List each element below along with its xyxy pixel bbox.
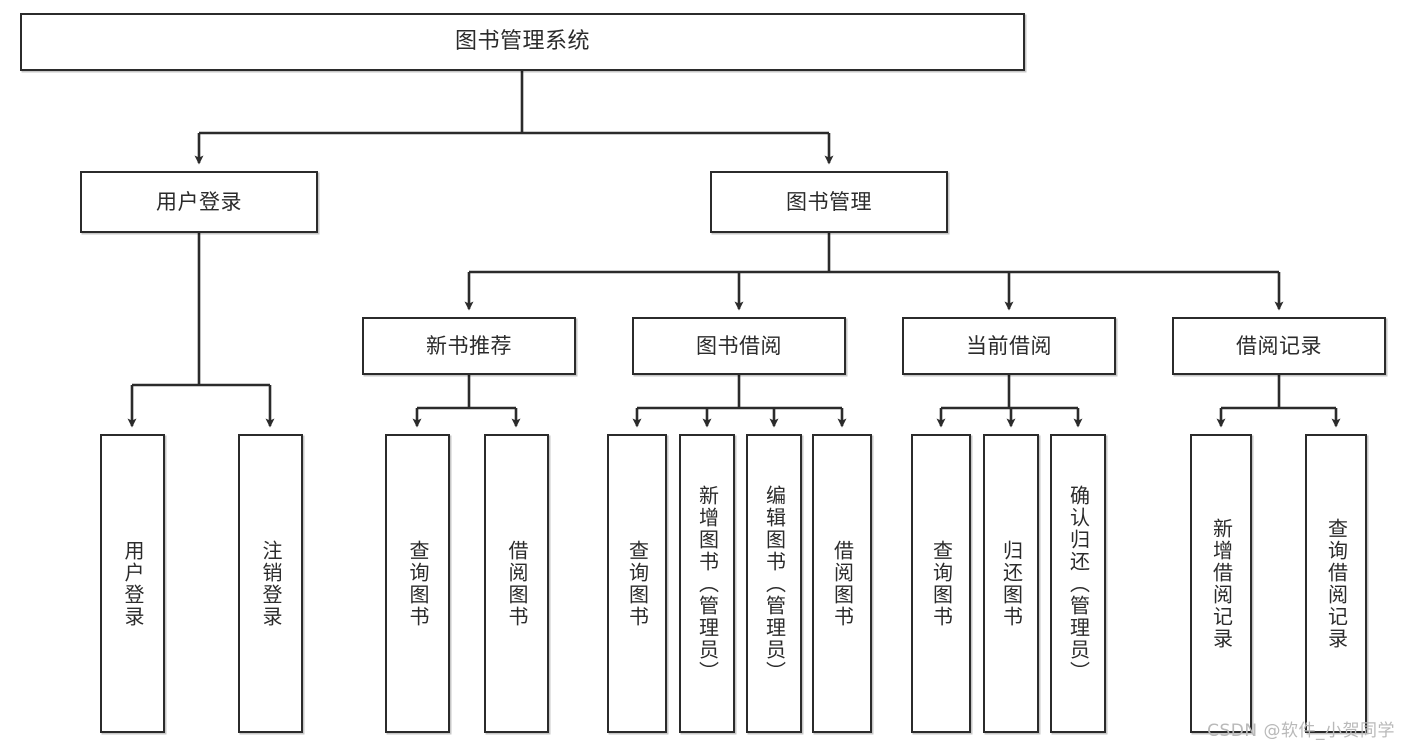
leaf-borrow-book[interactable]: 借阅图书 [812, 434, 872, 733]
leaf-add-borrow-record[interactable]: 新增借阅记录 [1190, 434, 1252, 733]
node-label: 新增图书（管理员） [695, 484, 720, 683]
node-label: 注销登录 [259, 539, 283, 628]
node-label: 图书管理系统 [454, 29, 590, 55]
leaf-query-book-borrow[interactable]: 查询图书 [607, 434, 667, 733]
node-current-borrow[interactable]: 当前借阅 [902, 317, 1116, 375]
node-label: 查询借阅记录 [1324, 517, 1349, 650]
node-new-book-recommend[interactable]: 新书推荐 [362, 317, 576, 375]
leaf-query-borrow-record[interactable]: 查询借阅记录 [1305, 434, 1367, 733]
node-borrow-record[interactable]: 借阅记录 [1172, 317, 1386, 375]
node-label: 编辑图书（管理员） [762, 484, 787, 683]
node-label: 借阅图书 [830, 539, 855, 628]
node-label: 借阅图书 [505, 539, 529, 628]
node-user-login[interactable]: 用户登录 [80, 171, 318, 233]
node-label: 用户登录 [121, 539, 145, 628]
leaf-edit-book-admin[interactable]: 编辑图书（管理员） [746, 434, 802, 733]
node-label: 新增借阅记录 [1209, 517, 1234, 650]
node-label: 归还图书 [999, 539, 1024, 628]
node-label: 查询图书 [929, 539, 954, 628]
node-label: 图书借阅 [696, 333, 782, 358]
leaf-add-book-admin[interactable]: 新增图书（管理员） [679, 434, 735, 733]
node-book-management[interactable]: 图书管理 [710, 171, 948, 233]
node-label: 查询图书 [625, 539, 650, 628]
leaf-return-book[interactable]: 归还图书 [983, 434, 1039, 733]
leaf-logout[interactable]: 注销登录 [238, 434, 303, 733]
node-label: 新书推荐 [426, 333, 512, 358]
node-label: 确认归还（管理员） [1066, 484, 1091, 683]
node-label: 用户登录 [156, 189, 242, 214]
leaf-confirm-return-admin[interactable]: 确认归还（管理员） [1050, 434, 1106, 733]
node-label: 借阅记录 [1236, 333, 1322, 358]
node-label: 当前借阅 [966, 333, 1052, 358]
node-label: 图书管理 [786, 189, 872, 214]
leaf-query-book-current[interactable]: 查询图书 [911, 434, 971, 733]
node-label: 查询图书 [406, 539, 430, 628]
watermark: CSDN @软件_小贺同学 [1207, 721, 1395, 741]
leaf-user-login[interactable]: 用户登录 [100, 434, 165, 733]
leaf-borrow-book-recommend[interactable]: 借阅图书 [484, 434, 549, 733]
node-book-management-system[interactable]: 图书管理系统 [20, 13, 1025, 71]
node-book-borrow[interactable]: 图书借阅 [632, 317, 846, 375]
leaf-query-book-recommend[interactable]: 查询图书 [385, 434, 450, 733]
